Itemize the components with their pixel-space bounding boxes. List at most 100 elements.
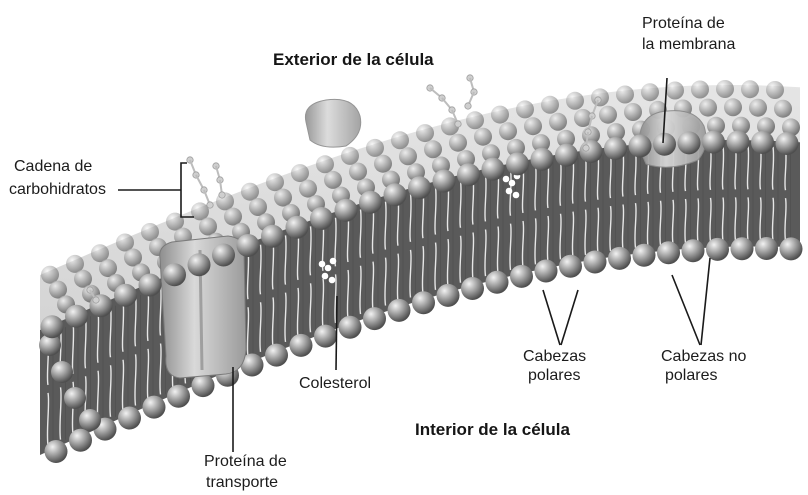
back-head bbox=[741, 80, 759, 98]
polar-head bbox=[339, 316, 362, 339]
back-head bbox=[274, 189, 292, 207]
polar-head bbox=[555, 144, 578, 167]
back-head bbox=[524, 117, 542, 135]
back-head bbox=[716, 80, 734, 98]
polar-head bbox=[388, 299, 411, 322]
polar-head bbox=[653, 133, 676, 156]
interior-label: Interior de la célula bbox=[415, 420, 570, 439]
cholesterol-dot bbox=[669, 264, 676, 271]
back-head bbox=[724, 98, 742, 116]
polar-head bbox=[64, 387, 86, 409]
back-head bbox=[266, 173, 284, 191]
back-head bbox=[249, 198, 267, 216]
polar-head bbox=[433, 170, 456, 193]
back-head bbox=[641, 83, 659, 101]
polar-head bbox=[584, 251, 607, 274]
polar-head bbox=[702, 131, 725, 154]
polar-head bbox=[192, 374, 215, 397]
carbohydrate-bead bbox=[583, 145, 589, 151]
back-head bbox=[549, 113, 567, 131]
polar-head bbox=[682, 239, 705, 262]
polar-head bbox=[51, 361, 73, 383]
back-head bbox=[566, 92, 584, 110]
back-head bbox=[541, 96, 559, 114]
back-head bbox=[449, 134, 467, 152]
polar-head bbox=[118, 407, 141, 430]
back-head bbox=[374, 155, 392, 173]
polar-head bbox=[90, 294, 113, 317]
back-head bbox=[699, 99, 717, 117]
transport-protein-label-line1: Proteína de bbox=[204, 452, 287, 471]
membrane-protein-label-line1: Proteína de bbox=[642, 14, 725, 33]
polar-head bbox=[535, 260, 558, 283]
polar-head bbox=[412, 291, 435, 314]
carbohydrate-bead bbox=[465, 103, 471, 109]
carbohydrate-label-line2: carbohidratos bbox=[9, 180, 106, 199]
back-head bbox=[766, 81, 784, 99]
polar-head bbox=[45, 440, 68, 463]
polar-head bbox=[657, 241, 680, 264]
carbohydrate-bead bbox=[93, 297, 99, 303]
back-head bbox=[424, 140, 442, 158]
back-head bbox=[341, 147, 359, 165]
polar-head bbox=[776, 132, 799, 155]
back-head bbox=[241, 183, 259, 201]
polar-head bbox=[265, 344, 288, 367]
polar-head bbox=[286, 216, 309, 239]
polar-head bbox=[167, 385, 190, 408]
polar-head bbox=[531, 148, 554, 171]
back-head bbox=[466, 111, 484, 129]
polar-head bbox=[608, 247, 631, 270]
polar-head bbox=[139, 274, 162, 297]
back-head bbox=[499, 122, 517, 140]
back-head bbox=[199, 218, 217, 236]
carbohydrate-bead bbox=[219, 192, 225, 198]
polar-head bbox=[237, 234, 260, 257]
polar-head bbox=[580, 140, 603, 163]
polar-head bbox=[163, 263, 186, 286]
membrane-protein-label-line2: la membrana bbox=[642, 35, 735, 54]
polar-head bbox=[510, 265, 533, 288]
back-head bbox=[291, 164, 309, 182]
back-head bbox=[324, 171, 342, 189]
cholesterol-dot bbox=[509, 180, 516, 187]
polar-head bbox=[359, 191, 382, 214]
polar-head bbox=[706, 238, 729, 261]
polar-head bbox=[314, 325, 337, 348]
polar-head bbox=[188, 253, 211, 276]
cholesterol-dot bbox=[329, 277, 336, 284]
cholesterol-dot bbox=[506, 188, 513, 195]
back-head bbox=[666, 82, 684, 100]
back-head bbox=[349, 163, 367, 181]
back-head bbox=[316, 155, 334, 173]
polar-head bbox=[755, 237, 778, 260]
polar-head bbox=[290, 334, 313, 357]
polar-head bbox=[79, 409, 101, 431]
back-head bbox=[599, 106, 617, 124]
polar-head bbox=[731, 237, 754, 260]
polar-head bbox=[506, 152, 529, 175]
back-head bbox=[474, 128, 492, 146]
polar-head bbox=[363, 307, 386, 330]
back-head bbox=[691, 81, 709, 99]
back-head bbox=[616, 86, 634, 104]
polar-head bbox=[486, 271, 509, 294]
polar-head bbox=[457, 163, 480, 186]
polar-head bbox=[65, 305, 88, 328]
polar-head bbox=[335, 199, 358, 222]
cholesterol-dot bbox=[503, 176, 510, 183]
polar-head bbox=[212, 244, 235, 267]
carbohydrate-label-line1: Cadena de bbox=[14, 157, 92, 176]
polar-head bbox=[384, 183, 407, 206]
polar-heads-label-line1: Cabezas bbox=[523, 347, 586, 366]
back-head bbox=[391, 131, 409, 149]
cholesterol-dot bbox=[513, 192, 520, 199]
polar-head bbox=[261, 225, 284, 248]
cholesterol-dot bbox=[330, 258, 337, 265]
exterior-label: Exterior de la célula bbox=[273, 50, 434, 69]
polar-head bbox=[604, 137, 627, 160]
back-head bbox=[399, 147, 417, 165]
polar-head bbox=[751, 131, 774, 154]
carbohydrate-bead bbox=[207, 202, 213, 208]
polar-head bbox=[41, 315, 64, 338]
